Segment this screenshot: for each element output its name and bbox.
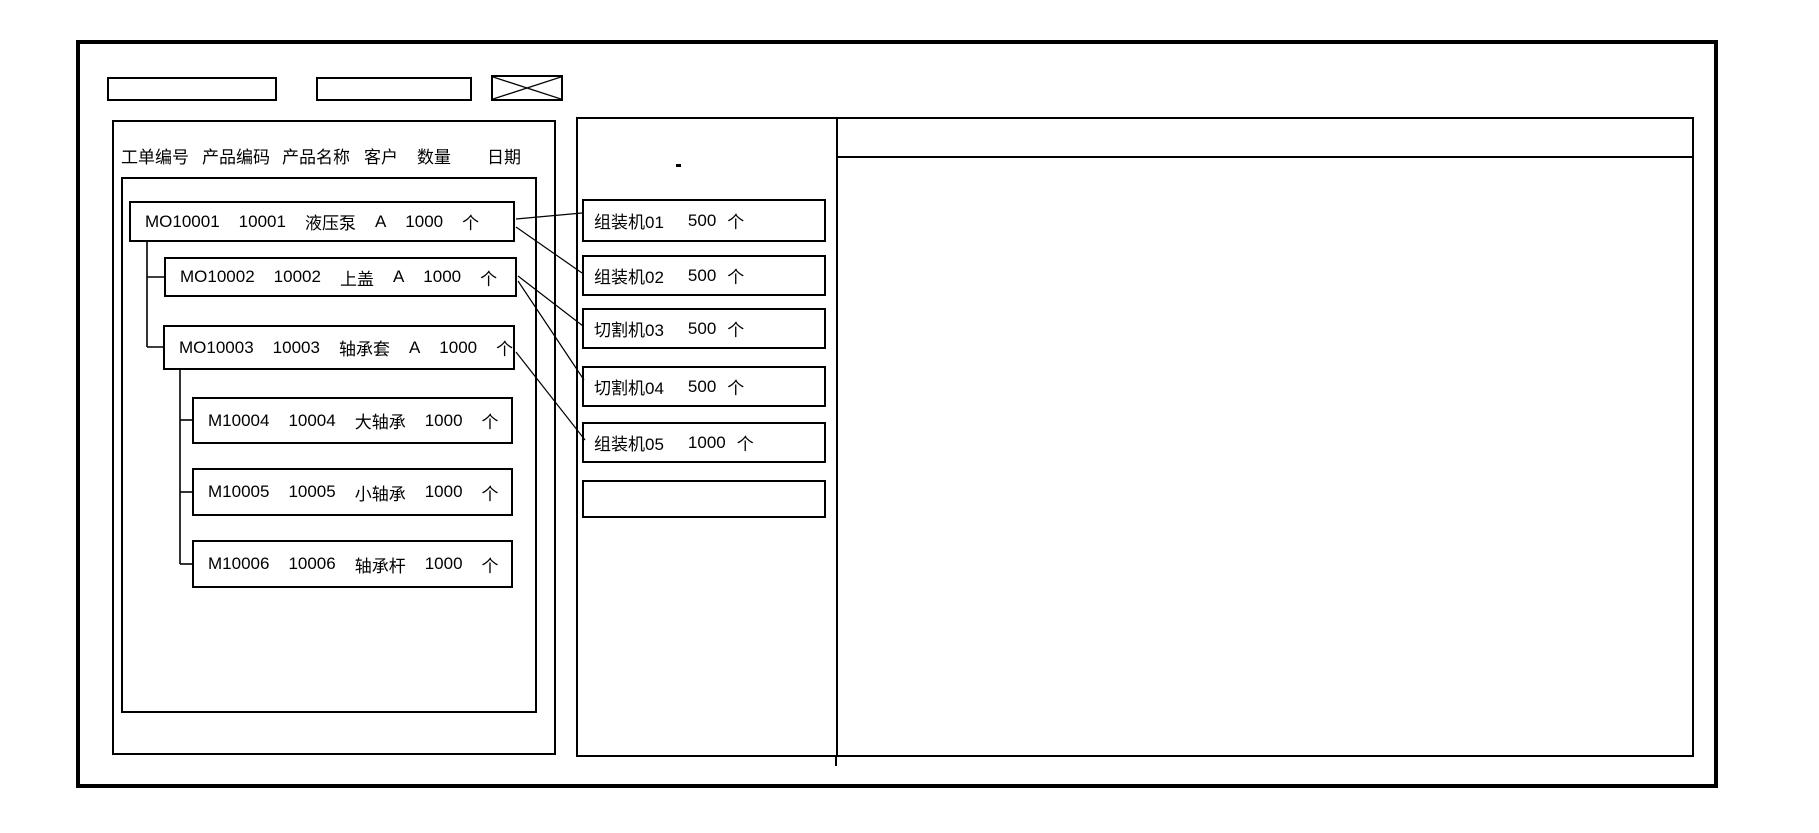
machine-card-05[interactable]: 组装机05 1000 个	[582, 422, 826, 463]
order-row-m10005[interactable]: M10005 10005 小轴承 1000 个	[192, 468, 513, 516]
order-row-mo10003[interactable]: MO10003 10003 轴承套 A 1000 个	[163, 325, 515, 370]
machine-name: 切割机03	[594, 321, 664, 340]
order-row-mo10001[interactable]: MO10001 10001 液压泵 A 1000 个	[129, 201, 515, 242]
product-code: 10001	[238, 211, 286, 231]
machine-card-empty-slot[interactable]	[582, 480, 826, 518]
machine-qty: 500	[687, 265, 717, 285]
machine-qty: 500	[687, 376, 717, 396]
machine-name: 组装机05	[594, 435, 664, 454]
product-name: 小轴承	[354, 484, 406, 504]
machine-card-03[interactable]: 切割机03 500 个	[582, 308, 826, 349]
qty: 1000	[424, 410, 463, 430]
machine-qty: 1000	[687, 432, 726, 452]
toolbar-field-1[interactable]	[107, 77, 277, 101]
order-no: MO10001	[145, 211, 220, 231]
image-placeholder-icon[interactable]	[491, 75, 563, 101]
column-header-customer: 客户	[364, 148, 398, 167]
product-name: 轴承套	[338, 340, 390, 359]
customer: A	[408, 337, 421, 357]
panel-divider-overhang	[835, 755, 837, 766]
toolbar-field-2[interactable]	[316, 77, 472, 101]
product-code: 10004	[288, 410, 336, 430]
qty: 1000	[405, 211, 444, 231]
x-cross-icon	[493, 77, 561, 99]
order-no: M10005	[208, 482, 270, 501]
machine-qty: 500	[687, 210, 717, 230]
column-header-product-code: 产品编码	[202, 148, 270, 167]
machine-unit: 个	[727, 321, 745, 340]
unit: 个	[481, 413, 499, 432]
order-no: M10006	[208, 554, 270, 573]
machine-card-04[interactable]: 切割机04 500 个	[582, 366, 826, 407]
column-header-date: 日期	[487, 148, 521, 167]
order-no: MO10002	[180, 267, 255, 286]
product-name: 液压泵	[304, 214, 356, 233]
stray-dot-mark	[676, 164, 681, 167]
unit: 个	[496, 340, 514, 359]
product-code: 10006	[288, 554, 336, 573]
unit: 个	[462, 214, 480, 233]
qty: 1000	[424, 554, 463, 573]
product-code: 10005	[288, 482, 336, 501]
customer: A	[374, 211, 387, 231]
qty: 1000	[423, 267, 462, 286]
schedule-panel	[836, 117, 1694, 757]
customer: A	[392, 267, 405, 286]
order-no: M10004	[208, 410, 270, 430]
unit: 个	[481, 556, 499, 576]
qty: 1000	[439, 337, 478, 357]
column-header-order-no: 工单编号	[121, 148, 189, 167]
order-no: MO10003	[179, 337, 254, 357]
column-header-product-name: 产品名称	[282, 148, 350, 167]
product-name: 上盖	[339, 269, 374, 289]
product-name: 大轴承	[354, 413, 406, 432]
machine-card-02[interactable]: 组装机02 500 个	[582, 255, 826, 296]
order-row-m10006[interactable]: M10006 10006 轴承杆 1000 个	[192, 540, 513, 588]
schedule-header-divider	[836, 156, 1694, 158]
machine-name: 组装机02	[594, 268, 664, 287]
machine-unit: 个	[727, 213, 745, 232]
unit: 个	[481, 484, 499, 504]
machine-unit: 个	[736, 435, 754, 454]
product-code: 10003	[272, 337, 320, 357]
order-row-m10004[interactable]: M10004 10004 大轴承 1000 个	[192, 397, 513, 444]
order-row-mo10002[interactable]: MO10002 10002 上盖 A 1000 个	[164, 257, 517, 297]
machine-name: 组装机01	[594, 213, 664, 232]
column-header-qty: 数量	[417, 148, 451, 167]
product-name: 轴承杆	[354, 556, 406, 576]
unit: 个	[480, 269, 498, 289]
machine-name: 切割机04	[594, 379, 664, 398]
qty: 1000	[424, 482, 463, 501]
product-code: 10002	[273, 267, 321, 286]
machine-qty: 500	[687, 318, 717, 338]
machine-unit: 个	[727, 379, 745, 398]
machine-card-01[interactable]: 组装机01 500 个	[582, 199, 826, 242]
machine-unit: 个	[727, 268, 745, 287]
